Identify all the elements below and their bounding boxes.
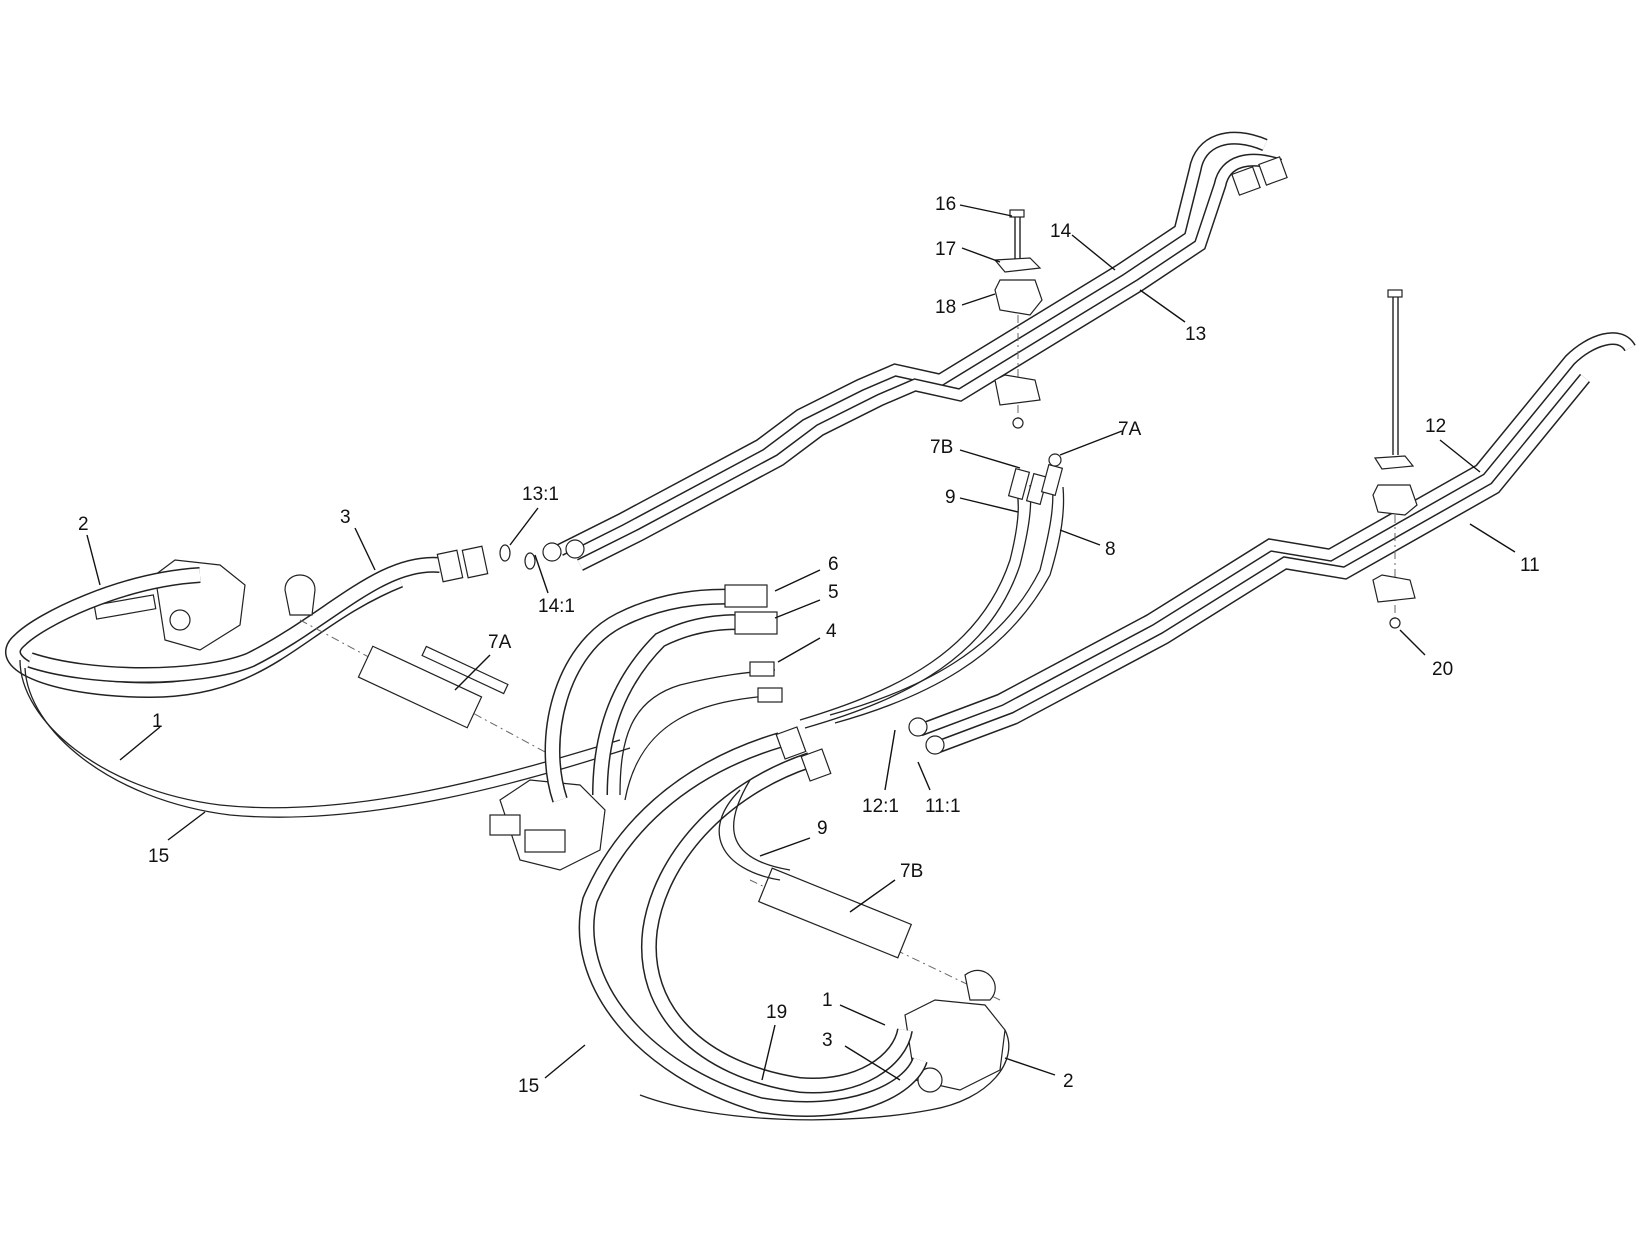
callout-15-left: 15: [148, 846, 169, 867]
callout-20: 20: [1432, 659, 1453, 680]
hoses-8-9: [799, 453, 1065, 729]
callout-15-bottom: 15: [518, 1076, 539, 1097]
callout-14-1: 14:1: [538, 596, 575, 617]
callout-18: 18: [935, 297, 956, 318]
callout-13: 13: [1185, 324, 1206, 345]
callout-12: 12: [1425, 416, 1446, 437]
callout-7b-mid: 7B: [900, 861, 923, 882]
cylinder-upper: [284, 574, 561, 761]
tube-pair-13-14: [542, 131, 1288, 571]
hoses-lower: [578, 726, 1010, 1121]
callout-8: 8: [1105, 539, 1116, 560]
callout-3-bottom: 3: [822, 1030, 833, 1051]
callout-19: 19: [766, 1002, 787, 1023]
callout-7a-top: 7A: [1118, 419, 1142, 440]
callout-12-1: 12:1: [862, 796, 899, 817]
callout-7b-top: 7B: [930, 437, 953, 458]
callout-2-left: 2: [78, 514, 89, 535]
pump-center: [489, 779, 606, 871]
callout-1-bottom: 1: [822, 990, 833, 1011]
leader-lines: [86, 204, 1516, 1081]
callout-3-left: 3: [340, 507, 351, 528]
pump-lower: [904, 999, 1006, 1093]
callout-4: 4: [826, 621, 837, 642]
callout-16: 16: [935, 194, 956, 215]
callout-2-bottom: 2: [1063, 1071, 1074, 1092]
callout-11-1: 11:1: [925, 796, 961, 817]
tube-pair-11-12: [908, 332, 1636, 755]
callout-17: 17: [935, 239, 956, 260]
callout-9-top: 9: [945, 487, 956, 508]
callout-1-left: 1: [152, 711, 163, 732]
hoses-center: [544, 584, 783, 803]
callout-7a-mid: 7A: [488, 632, 512, 653]
callout-9-mid: 9: [817, 818, 828, 839]
callout-11: 11: [1520, 555, 1540, 576]
cylinder-lower: [749, 867, 1001, 1001]
callout-5: 5: [828, 582, 839, 603]
callout-13-1: 13:1: [522, 484, 559, 505]
hoses-left: [5, 544, 631, 818]
callout-14: 14: [1050, 221, 1072, 242]
callout-6: 6: [828, 554, 839, 575]
clamp-assembly-right: [1372, 289, 1418, 629]
clamp-assembly-upper: [993, 209, 1043, 429]
callouts: 16 17 18 14 13 7A 7B 9 8 12 11 20 2 3 13…: [78, 194, 1540, 1097]
